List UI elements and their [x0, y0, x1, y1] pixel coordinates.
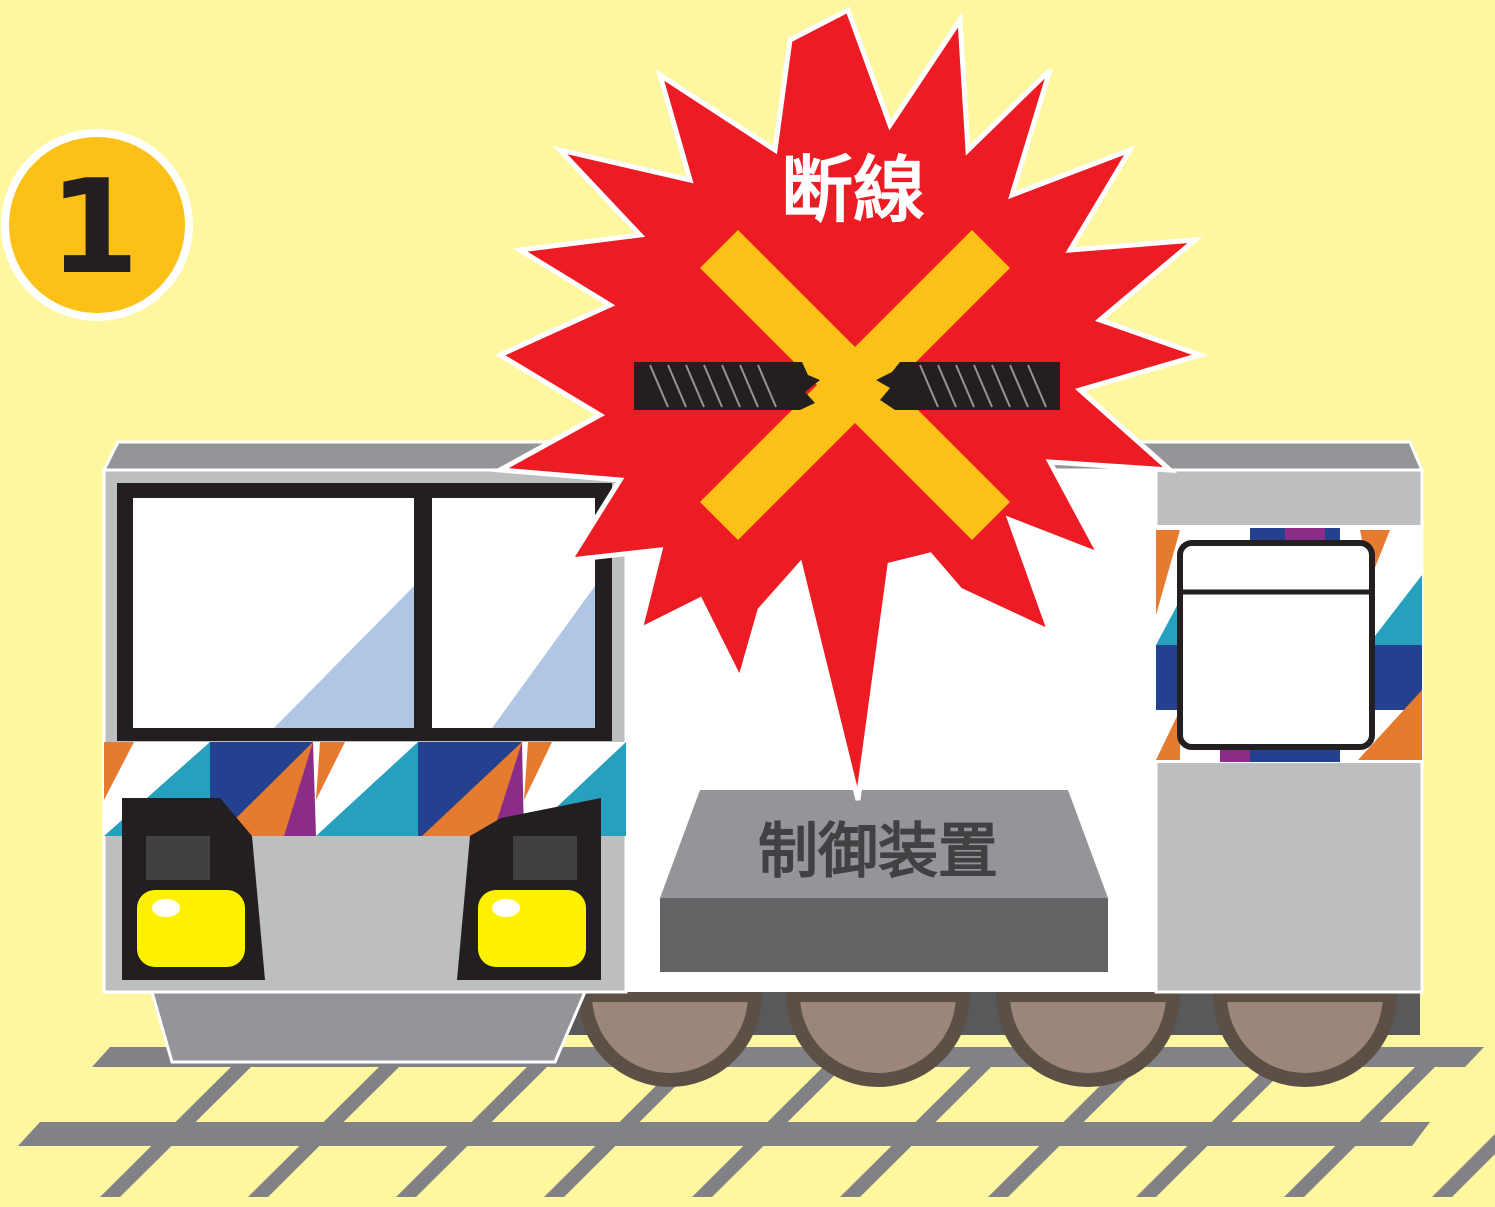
cable-left: [634, 362, 820, 410]
cable-right: [876, 362, 1060, 410]
rail-front: [18, 1122, 1430, 1146]
wheel: [577, 988, 763, 1087]
control-device-front: [660, 898, 1108, 972]
control-device-label: 制御装置: [758, 817, 998, 887]
control-device: 制御装置: [660, 790, 1108, 972]
headlight-glare: [152, 899, 180, 917]
marker-light-left: [146, 836, 210, 880]
wheel: [785, 988, 971, 1087]
headlight-glare: [492, 899, 520, 917]
headlight-right: [478, 890, 586, 967]
headlight-left: [137, 890, 245, 967]
wheel: [1212, 988, 1398, 1087]
control-device-top: [660, 790, 1108, 898]
train: [101, 440, 1425, 1064]
window-reflection: [274, 586, 414, 728]
broken-cable-icon: [634, 362, 1060, 410]
step-badge: 1: [1, 129, 193, 321]
break-burst: 断線: [491, 6, 1209, 801]
burst-label: 断線: [781, 148, 925, 232]
cross-mark-icon: [700, 230, 1010, 540]
window-reflection: [492, 586, 595, 728]
rear-window: [1177, 540, 1375, 750]
step-number: 1: [49, 151, 139, 303]
front-skirt: [150, 990, 588, 1064]
wheels: [577, 988, 1398, 1087]
wheel: [995, 988, 1181, 1087]
marker-light-right: [513, 836, 577, 880]
